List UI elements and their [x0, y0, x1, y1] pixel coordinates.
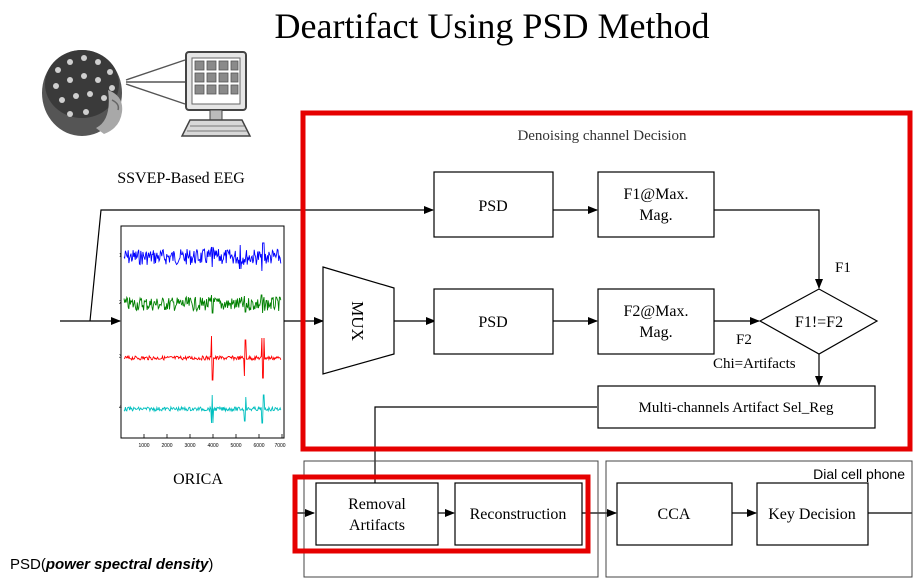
comparison-diamond	[758, 288, 879, 355]
diamond-label: F1!=F2	[795, 314, 843, 331]
f1-max-mag-box	[597, 171, 715, 238]
decision-region-label: Denoising channel Decision	[517, 128, 687, 144]
chi-artifacts-label: Chi=Artifacts	[713, 356, 796, 372]
tick-label: 2000	[161, 443, 172, 449]
orica-label: ORICA	[173, 471, 223, 488]
reconstruction-box	[454, 482, 583, 546]
psd-mid-label: PSD	[478, 314, 507, 331]
mux-block	[322, 266, 395, 375]
eeg-trace	[123, 242, 282, 272]
f2-box-line2: Mag.	[639, 324, 672, 341]
psd-top-label: PSD	[478, 198, 507, 215]
orica-signal-plot: 1 2 3 4 1000 2000 3000 4000 5000 6000 70…	[119, 225, 286, 449]
f2-box-line1: F2@Max.	[624, 303, 689, 320]
f2-edge-label: F2	[736, 332, 752, 348]
tick-label: 1000	[138, 443, 149, 449]
f2-max-mag-box	[597, 288, 715, 355]
channel-number: 1	[119, 253, 122, 259]
mux-label: MUX	[348, 301, 367, 341]
f1-edge-label: F1	[835, 260, 851, 276]
key-decision-box	[756, 482, 869, 546]
eeg-trace	[123, 394, 282, 424]
channel-number: 4	[119, 405, 122, 411]
multi-channel-label: Multi-channels Artifact Sel_Reg	[639, 400, 834, 416]
dial-cell-phone-panel	[605, 460, 913, 578]
eeg-head-illustration	[42, 50, 123, 136]
psd-top-box	[433, 171, 554, 238]
removal-line2: Artifacts	[349, 517, 405, 534]
reconstruction-panel	[303, 460, 599, 578]
denoising-decision-region	[300, 110, 913, 452]
eeg-trace	[123, 335, 282, 381]
footnote: PSD(power spectral density)	[10, 556, 213, 573]
psd-mid-box	[433, 288, 554, 355]
removal-line1: Removal	[348, 496, 406, 513]
removal-artifacts-box	[315, 482, 439, 546]
multi-channel-artifact-box	[597, 385, 876, 429]
gaze-lines	[125, 59, 186, 105]
key-decision-label: Key Decision	[768, 506, 856, 523]
monitor-icon	[180, 51, 252, 137]
removal-highlight	[292, 474, 591, 554]
f1-box-line1: F1@Max.	[624, 186, 689, 203]
footnote-prefix: PSD(	[10, 556, 46, 573]
f1-box-line2: Mag.	[639, 207, 672, 224]
footnote-emphasis: power spectral density	[45, 556, 209, 573]
dial-cell-phone-label: Dial cell phone	[813, 466, 905, 482]
channel-number: 2	[119, 300, 122, 306]
eeg-trace	[123, 294, 282, 314]
cca-label: CCA	[658, 506, 691, 523]
eeg-label: SSVEP-Based EEG	[117, 170, 245, 187]
footnote-suffix: )	[208, 556, 214, 573]
page-title: Deartifact Using PSD Method	[275, 6, 710, 46]
reconstruction-label: Reconstruction	[470, 506, 567, 523]
tick-label: 3000	[184, 443, 195, 449]
flow-lines	[60, 206, 912, 517]
tick-label: 5000	[230, 443, 241, 449]
tick-label: 7000	[274, 443, 285, 449]
tick-label: 4000	[207, 443, 218, 449]
cca-box	[616, 482, 733, 546]
tick-label: 6000	[253, 443, 264, 449]
channel-number: 3	[119, 354, 122, 360]
